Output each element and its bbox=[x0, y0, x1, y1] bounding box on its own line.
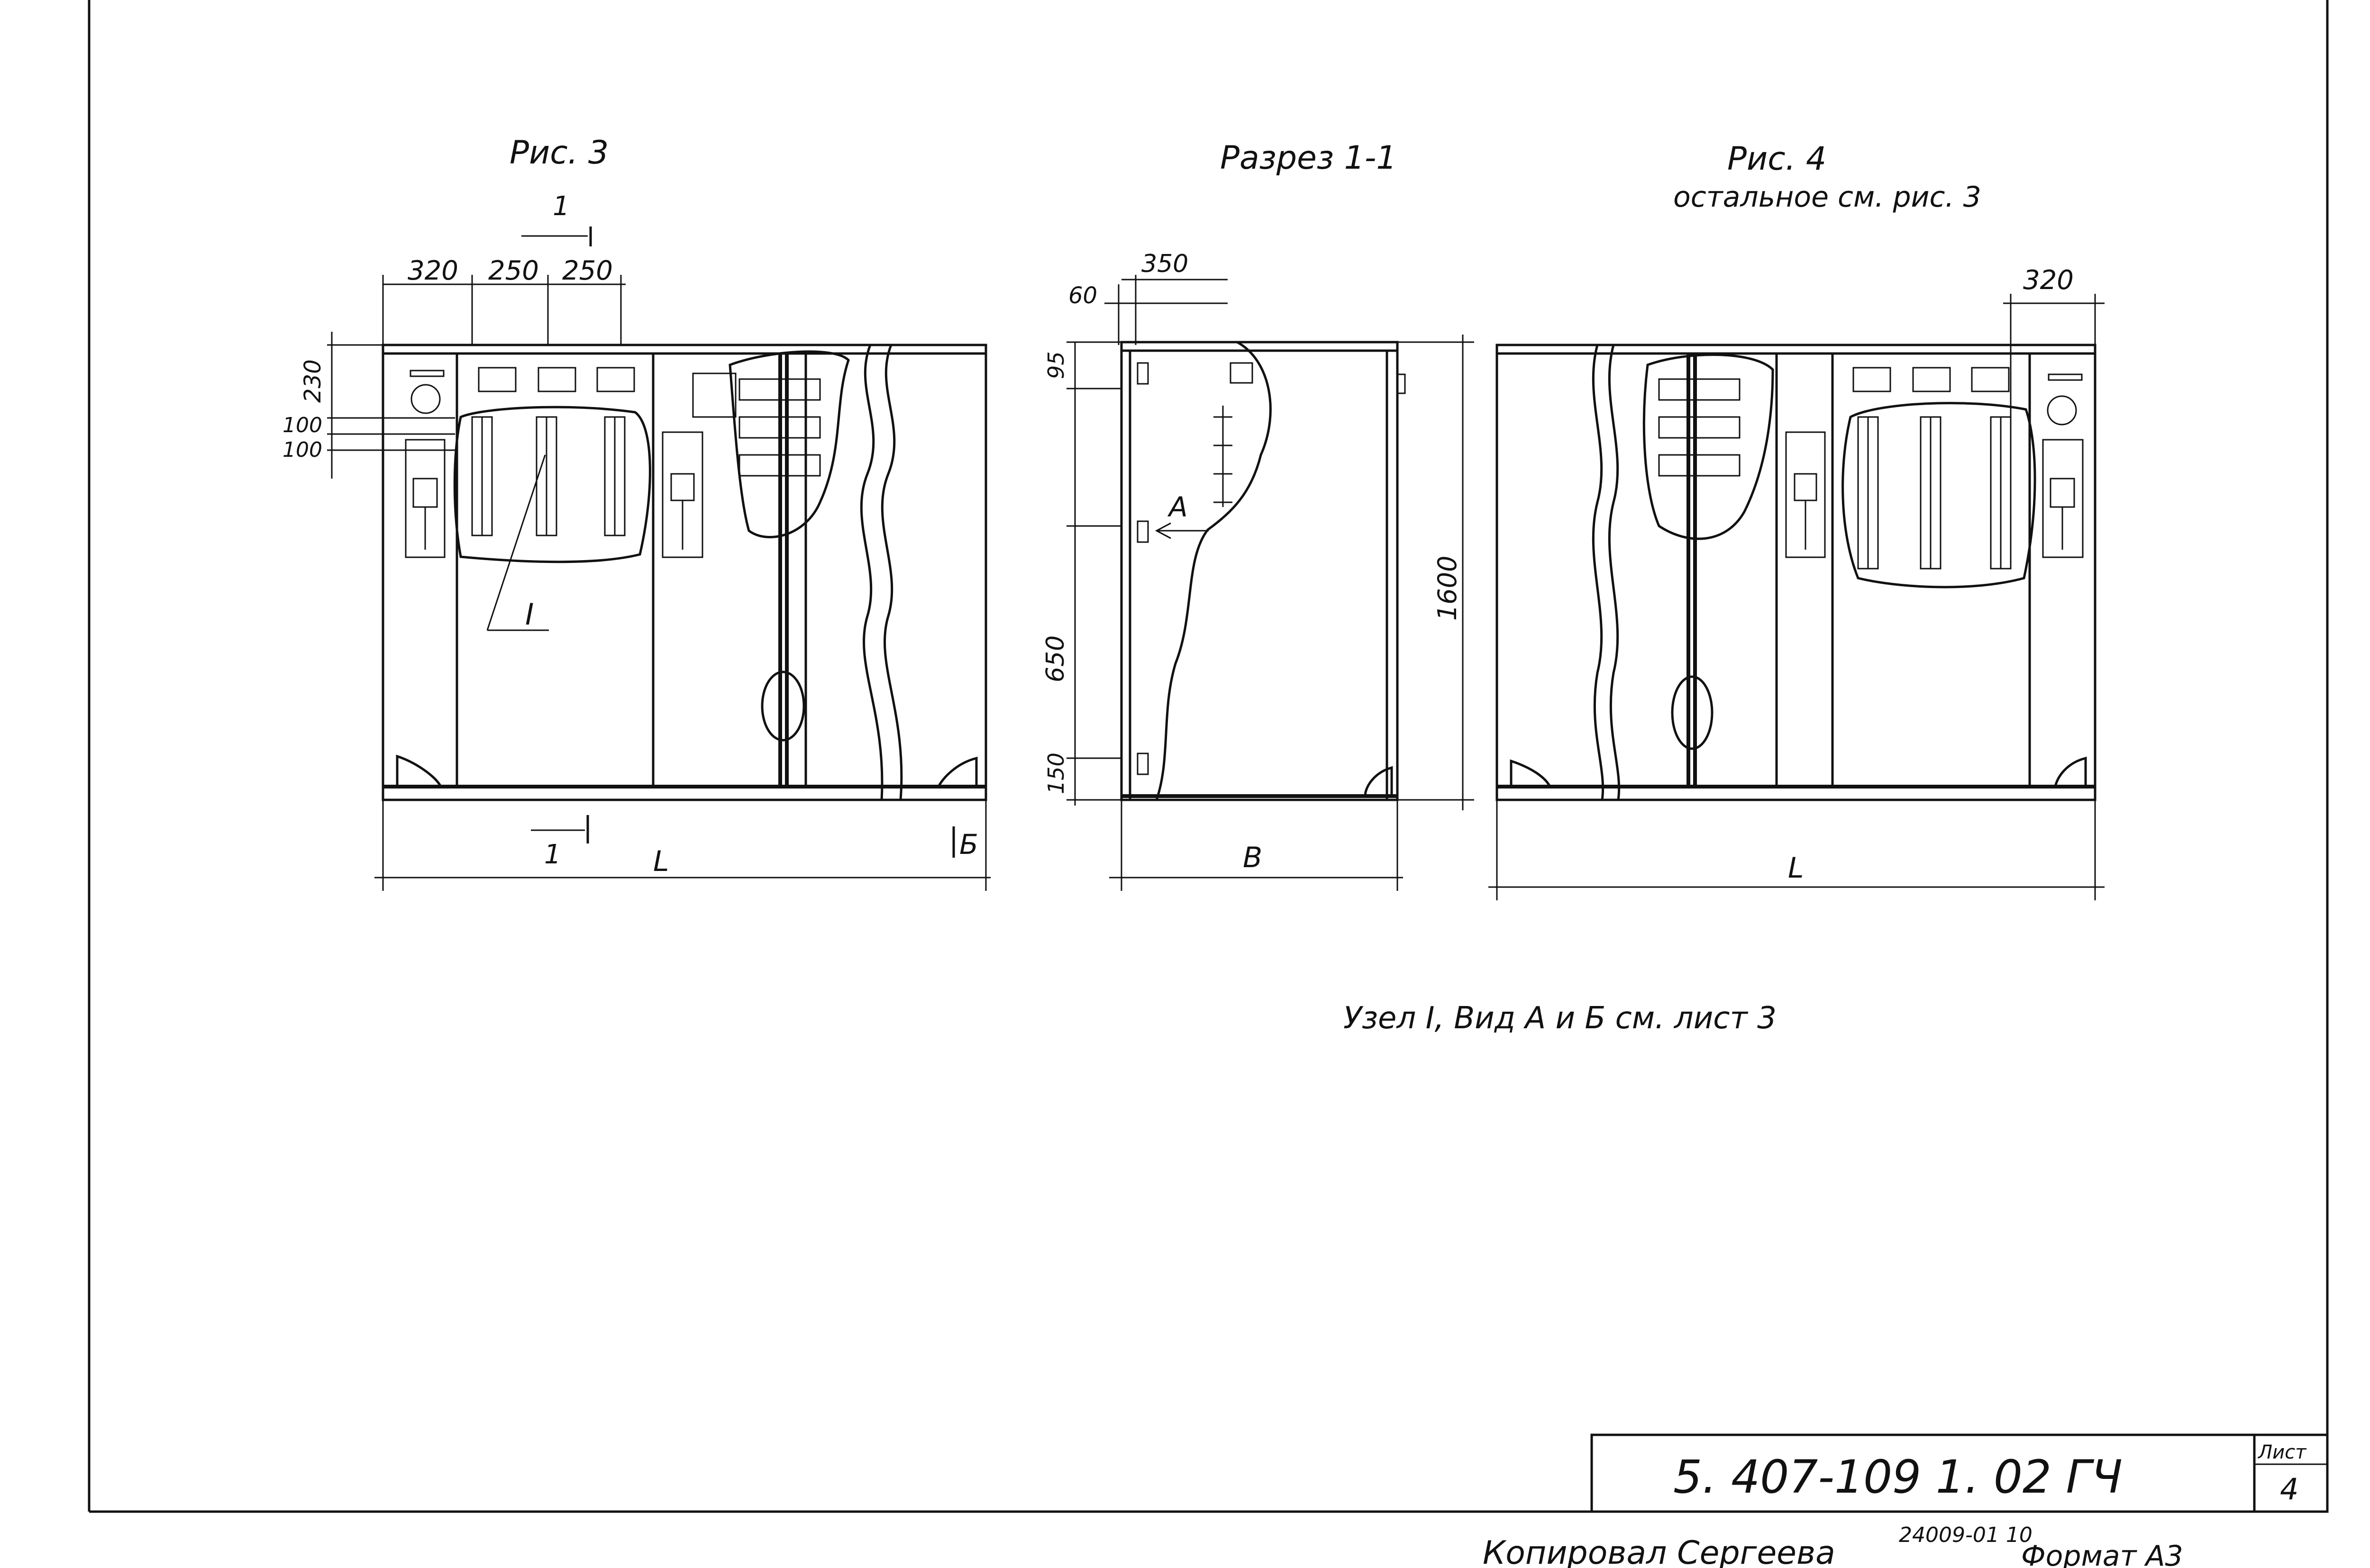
fig3-section-mark-top: 1 bbox=[553, 191, 570, 222]
sheet-number: 4 bbox=[2280, 1472, 2298, 1506]
copied-by: Копировал Сергеева bbox=[1483, 1534, 1835, 1568]
sheet-frame bbox=[88, 0, 2329, 1513]
figure-3: Рис. 3 bbox=[283, 134, 991, 891]
section-dim-left-1: 95 bbox=[1043, 351, 1069, 379]
section-dim-top-1: 60 bbox=[1068, 282, 1097, 309]
fig3-dim-left-1: 230 bbox=[300, 359, 326, 403]
fig4-dim-top: 320 bbox=[2023, 265, 2074, 296]
reference-note: Узел I, Вид А и Б см. лист 3 bbox=[1343, 1001, 1777, 1036]
fig4-bottom-label: L bbox=[1788, 852, 1804, 885]
fig4-title: Рис. 4 bbox=[1727, 140, 1826, 178]
figure-4: Рис. 4 остальное см. рис. 3 bbox=[1488, 140, 2105, 900]
section-1-1: Разрез 1-1 А 60 350 bbox=[1041, 139, 1474, 891]
fig3-view-mark: Б bbox=[959, 828, 978, 861]
section-dim-left-2: 650 bbox=[1041, 635, 1070, 682]
section-dim-right: 1600 bbox=[1432, 556, 1462, 621]
fig3-dim-left-3: 100 bbox=[283, 438, 322, 462]
fig4-subtitle: остальное см. рис. 3 bbox=[1673, 181, 1981, 214]
section-dim-top-2: 350 bbox=[1141, 250, 1188, 278]
fig3-dim-top-3: 250 bbox=[562, 255, 613, 286]
fig3-section-mark-bottom: 1 bbox=[544, 839, 561, 870]
section-bottom-label: В bbox=[1243, 841, 1262, 874]
section-title: Разрез 1-1 bbox=[1220, 139, 1397, 177]
fig3-dim-top-2: 250 bbox=[488, 255, 539, 286]
format-label: Формат А3 bbox=[2021, 1540, 2183, 1568]
doc-number: 5. 407-109 1. 02 ГЧ bbox=[1673, 1450, 2123, 1504]
fig3-dim-top-1: 320 bbox=[408, 255, 458, 286]
order-number: 24009-01 10 bbox=[1899, 1523, 2033, 1547]
section-dim-left-3: 150 bbox=[1043, 752, 1069, 794]
fig3-title: Рис. 3 bbox=[510, 134, 609, 172]
fig3-bottom-label: L bbox=[653, 845, 669, 878]
section-view-label: А bbox=[1167, 491, 1188, 523]
footer: Копировал Сергеева 24009-01 10 Формат А3 bbox=[1483, 1523, 2183, 1568]
sheet-label: Лист bbox=[2257, 1441, 2307, 1463]
title-block: 5. 407-109 1. 02 ГЧ Лист 4 bbox=[1590, 1433, 2329, 1513]
fig3-detail-label: I bbox=[525, 597, 534, 632]
fig3-dim-left-2: 100 bbox=[283, 413, 322, 437]
